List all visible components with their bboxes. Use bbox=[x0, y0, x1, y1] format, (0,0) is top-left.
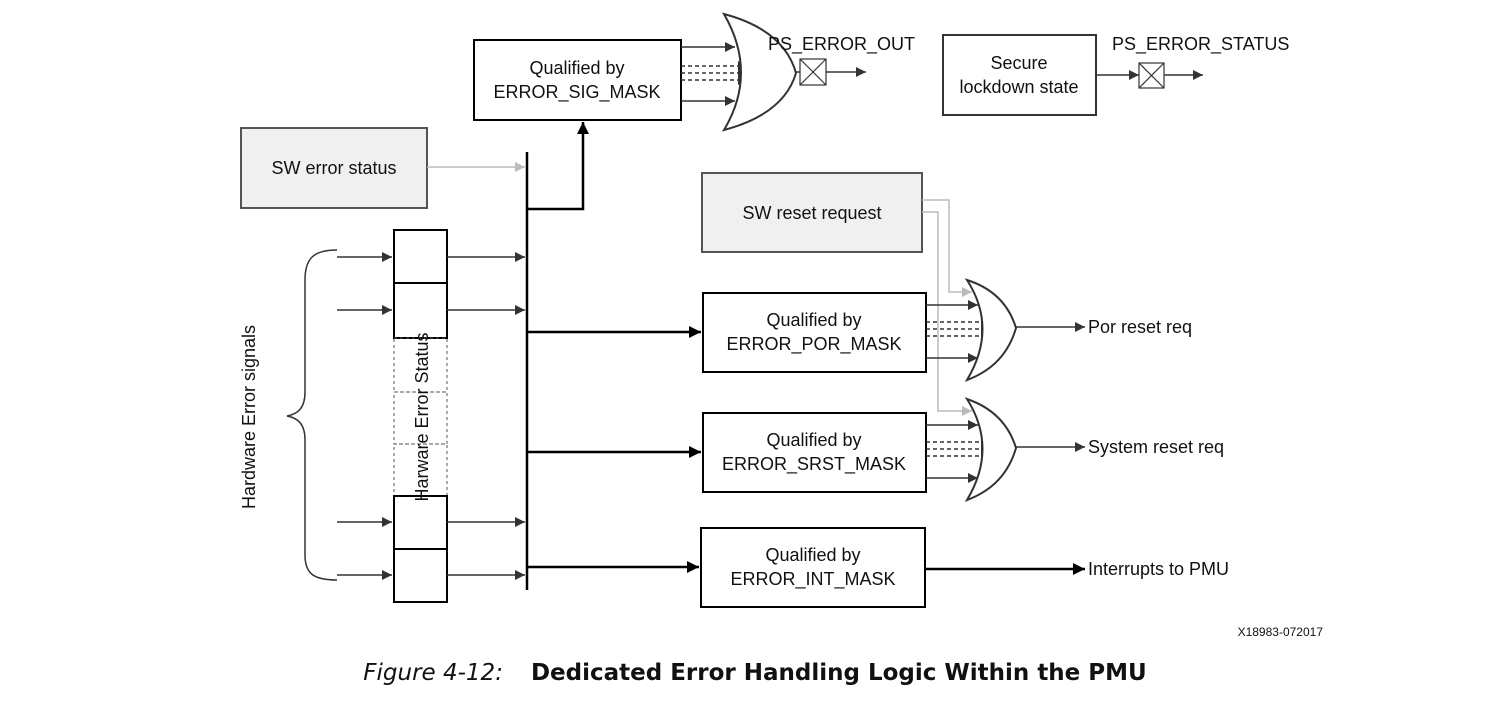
hardware-error-signals-label: Hardware Error signals bbox=[239, 325, 259, 509]
interrupts-label: Interrupts to PMU bbox=[1088, 559, 1229, 579]
sig-or-gate bbox=[721, 12, 798, 132]
secure-lockdown-block: Secure lockdown state bbox=[942, 34, 1097, 116]
int-mask-label-line2: ERROR_INT_MASK bbox=[730, 569, 895, 590]
secure-lockdown-label-line1: Secure bbox=[990, 53, 1047, 73]
ps-error-status-label: PS_ERROR_STATUS bbox=[1112, 34, 1289, 55]
int-mask-block: Qualified by ERROR_INT_MASK bbox=[700, 527, 926, 608]
sig-mask-block: Qualified by ERROR_SIG_MASK bbox=[473, 39, 682, 121]
caption-number: Figure 4-12: bbox=[363, 660, 503, 686]
harware-error-status-label: Harware Error Status bbox=[412, 332, 432, 501]
srst-mask-label-line2: ERROR_SRST_MASK bbox=[722, 454, 906, 475]
por-mask-block: Qualified by ERROR_POR_MASK bbox=[702, 292, 927, 373]
register-to-bus-arrows bbox=[447, 252, 525, 580]
sig-mask-label-line2: ERROR_SIG_MASK bbox=[493, 82, 660, 103]
ps-error-status-buffer bbox=[1138, 62, 1165, 89]
sw-error-status-block: SW error status bbox=[240, 127, 428, 209]
bus-to-sig-mask-arrow bbox=[527, 122, 589, 211]
ps-error-out-buffer bbox=[799, 58, 827, 86]
int-mask-label-line1: Qualified by bbox=[765, 545, 860, 565]
hw-error-input-arrows bbox=[337, 252, 392, 580]
sw-reset-lines bbox=[922, 199, 972, 416]
sw-error-status-label: SW error status bbox=[271, 158, 396, 178]
sig-mask-to-or-lines bbox=[681, 42, 748, 106]
sw-reset-request-label: SW reset request bbox=[742, 203, 881, 223]
por-reset-label: Por reset req bbox=[1088, 317, 1192, 337]
srst-mask-label-line1: Qualified by bbox=[766, 430, 861, 450]
figure-caption: Figure 4-12: Dedicated Error Handling Log… bbox=[0, 660, 1510, 686]
caption-title: Dedicated Error Handling Logic Within th… bbox=[530, 660, 1147, 686]
ps-error-out-label: PS_ERROR_OUT bbox=[768, 34, 915, 55]
secure-lockdown-label-line2: lockdown state bbox=[959, 77, 1078, 97]
srst-mask-block: Qualified by ERROR_SRST_MASK bbox=[702, 412, 927, 493]
figure-id: X18983-072017 bbox=[1238, 625, 1324, 639]
hardware-error-status-register: Harware Error Status bbox=[393, 229, 448, 603]
srst-or-gate bbox=[964, 397, 1018, 502]
srst-to-or-lines bbox=[926, 420, 991, 483]
por-mask-label-line1: Qualified by bbox=[766, 310, 861, 330]
por-mask-label-line2: ERROR_POR_MASK bbox=[726, 334, 901, 355]
hardware-error-brace bbox=[286, 249, 338, 581]
por-or-gate bbox=[964, 278, 1018, 382]
sw-reset-request-block: SW reset request bbox=[701, 172, 923, 253]
sig-mask-label-line1: Qualified by bbox=[529, 58, 624, 78]
system-reset-label: System reset req bbox=[1088, 437, 1224, 457]
por-to-or-lines bbox=[926, 300, 991, 363]
